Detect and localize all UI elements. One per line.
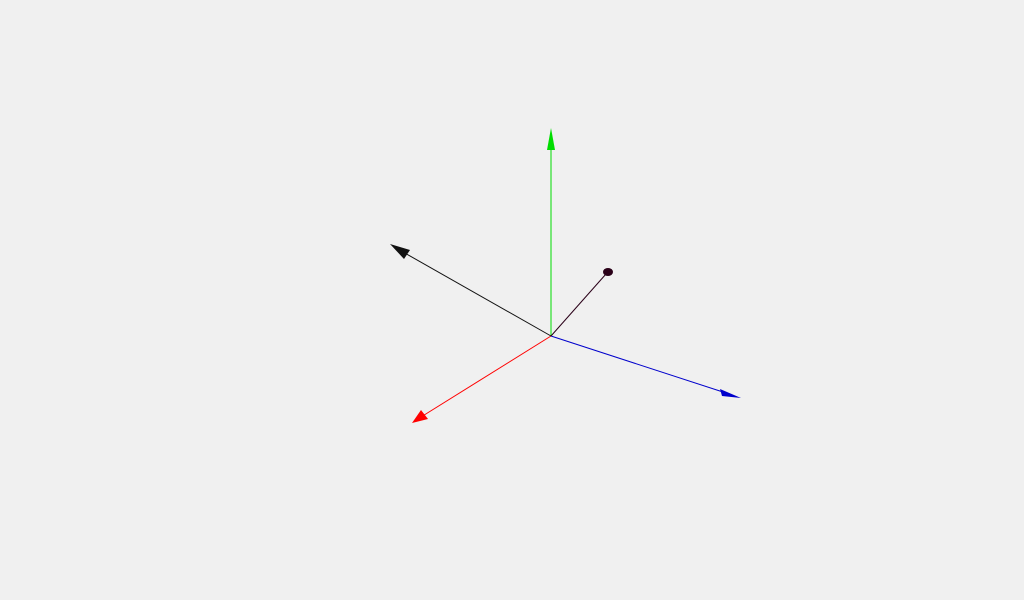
red-axis-shaft [420,335,552,418]
blue-axis-shaft [550,335,727,394]
dark-axis-arrow-b [550,268,613,337]
dark-axis-a-shaft [402,251,552,337]
blue-axis-arrow [550,335,741,398]
dark-axis-arrow-a [390,244,552,337]
blue-arrowhead [720,389,741,398]
green-axis-arrow [547,128,555,336]
dark-arrowhead-b [603,268,613,276]
dark-arrowhead-a [390,244,410,259]
dark-axis-b-shaft [550,273,607,337]
red-axis-arrow [412,335,552,423]
red-arrowhead [412,410,428,423]
green-arrowhead [547,128,555,150]
